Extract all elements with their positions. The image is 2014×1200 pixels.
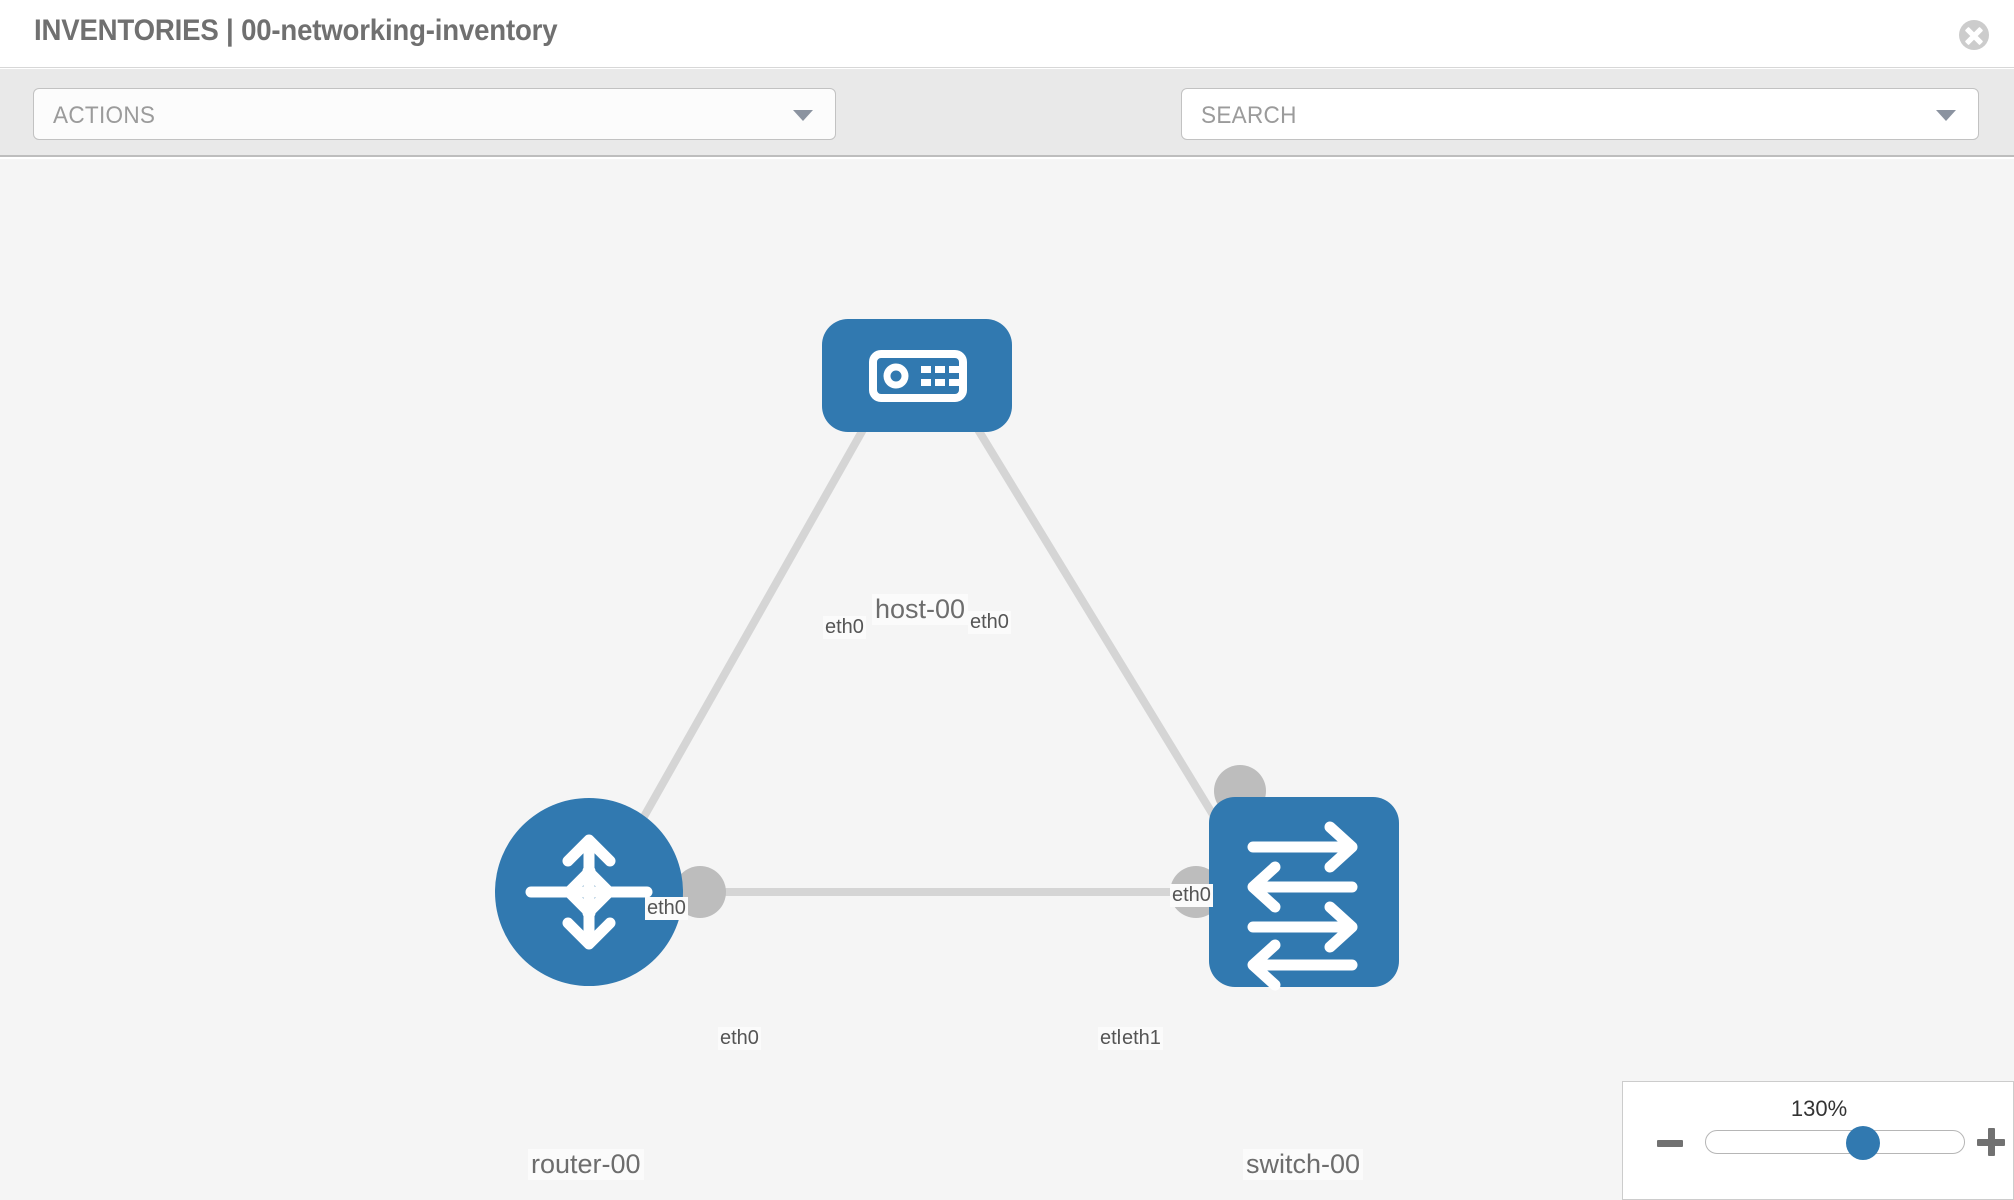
node-label-router-00: router-00 [528,1149,644,1180]
router-icon [525,834,653,950]
server-icon [869,350,967,402]
interface-label: eth0 [1170,884,1213,907]
close-icon [1965,27,1983,45]
zoom-out-button[interactable] [1657,1140,1683,1147]
graph-interface-dots [674,369,1266,918]
zoom-slider-thumb[interactable] [1846,1126,1881,1160]
edge-host00-router00[interactable] [616,387,890,861]
node-label-switch-00: switch-00 [1243,1149,1364,1180]
node-host-00[interactable] [822,319,1012,432]
zoom-control-panel: 130% [1622,1081,2014,1200]
interface-label: eth1 [1120,1027,1163,1050]
zoom-level-value: 130% [1790,1096,1848,1121]
node-router-00[interactable] [495,798,683,986]
zoom-in-button[interactable] [1977,1128,2005,1156]
page-title: INVENTORIES | 00-networking-inventory [34,14,558,47]
chevron-down-icon [1936,110,1956,121]
switch-icon [1247,821,1358,991]
interface-label: eth0 [645,897,688,920]
topology-canvas[interactable]: host-00 router-00 switch-00 eth0 eth0 et… [0,159,2014,1200]
interface-label: eth0 [823,616,866,639]
page-header: INVENTORIES | 00-networking-inventory [0,0,2014,68]
actions-dropdown-label: ACTIONS [53,102,156,129]
interface-label: eth0 [968,611,1011,634]
zoom-slider[interactable] [1705,1126,1965,1160]
search-dropdown[interactable]: SEARCH [1181,88,1979,140]
chevron-down-icon [793,110,813,121]
close-button[interactable] [1959,20,1989,50]
actions-dropdown[interactable]: ACTIONS [33,88,836,140]
topology-graph [495,319,1399,991]
toolbar: ACTIONS SEARCH [0,69,2014,197]
edge-host00-switch00[interactable] [948,384,1244,862]
interface-label: eth0 [718,1027,761,1050]
graph-edges [616,384,1250,896]
node-switch-00[interactable] [1209,797,1399,991]
search-input-placeholder: SEARCH [1201,102,1297,129]
node-label-host-00: host-00 [872,594,969,625]
